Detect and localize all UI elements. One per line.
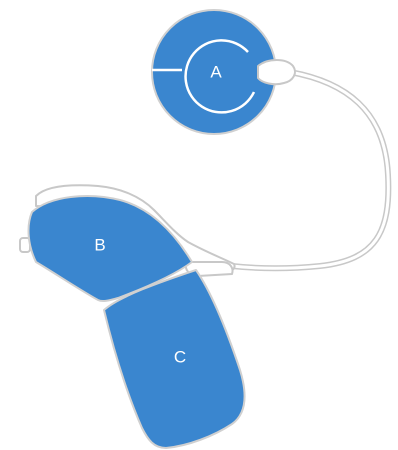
processor-body — [27, 195, 193, 303]
battery-body — [103, 269, 246, 449]
connecting-cable — [229, 69, 392, 272]
label-c: C — [174, 347, 186, 366]
label-a: A — [210, 62, 222, 81]
coil-ring-mark — [184, 39, 256, 114]
coil-cable-plug — [257, 59, 296, 86]
part-a-coil: A — [151, 9, 296, 135]
part-c-battery: C — [103, 269, 246, 449]
label-b: B — [94, 235, 105, 254]
part-b-processor: B — [27, 195, 193, 303]
